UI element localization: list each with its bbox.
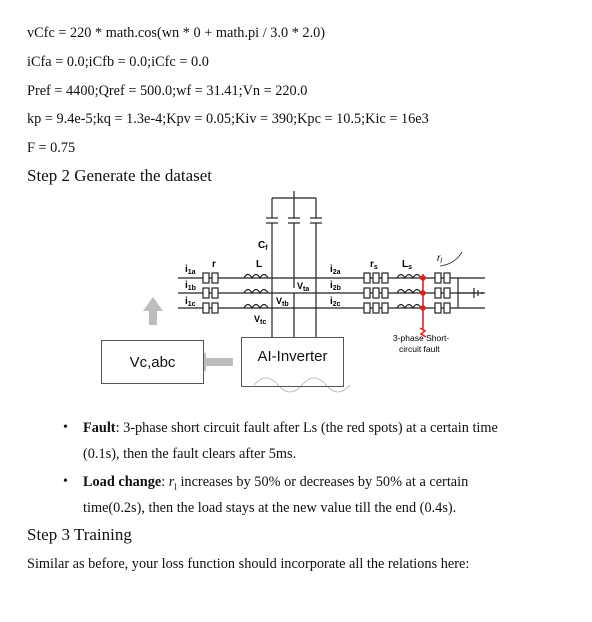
vta-label: Vta [297, 281, 309, 293]
capacitor-bank [266, 191, 322, 308]
code-line-2: iCfa = 0.0;iCfb = 0.0;iCfc = 0.0 [27, 54, 209, 70]
bullet-dot-1: • [63, 420, 68, 435]
code-line-4: kp = 9.4e-5;kq = 1.3e-4;Kpv = 0.05;Kiv =… [27, 111, 429, 127]
up-arrow [143, 297, 163, 325]
fault-label-2: circuit fault [399, 344, 440, 354]
vtb-label: Vtb [276, 296, 289, 308]
r-label: r [212, 259, 216, 270]
i1b-label: i1b [185, 280, 196, 292]
wave-decoration [253, 377, 351, 393]
i2c-label: i2c [330, 296, 341, 308]
i1a-label: i1a [185, 264, 196, 276]
ai-inverter-box: AI-Inverter [241, 337, 344, 387]
i1c-label: i1c [185, 296, 196, 308]
inductors-l [243, 273, 269, 310]
code-line-5: F = 0.75 [27, 140, 76, 156]
ls-label: Ls [402, 259, 412, 271]
i2b-label: i2b [330, 280, 341, 292]
code-line-3: Pref = 4400;Qref = 500.0;wf = 31.41;Vn =… [27, 83, 308, 99]
resistors-r [202, 272, 219, 314]
vtc-label: Vtc [254, 314, 266, 326]
code-line-1: vCfc = 220 * math.cos(wn * 0 + math.pi /… [27, 25, 326, 41]
bullet-load-line2: time(0.2s), then the load stays at the n… [83, 500, 457, 516]
bullet-load-line1: Load change: rl increases by 50% or decr… [83, 474, 469, 492]
bullet-dot-2: • [63, 474, 68, 489]
vc-abc-label: Vc,abc [129, 353, 176, 371]
i2a-label: i2a [330, 264, 341, 276]
fault-markers [419, 274, 427, 338]
resistors-rs [363, 272, 389, 314]
ai-inverter-label: AI-Inverter [257, 348, 328, 365]
inductors-ls [396, 273, 422, 310]
cf-label: Cf [258, 240, 268, 252]
step3-heading: Step 3 Training [27, 525, 132, 544]
circuit-diagram: Cf r L i1a i1b i1c Vta Vtb Vtc i2a i2b i… [143, 191, 485, 393]
bullet-fault-line2: (0.1s), then the fault clears after 5ms. [83, 446, 297, 462]
vc-abc-box: Vc,abc [101, 340, 204, 384]
rs-label: rs [370, 259, 378, 271]
rl-arrow [439, 251, 463, 267]
l-label: L [256, 259, 262, 270]
bullet-fault-line1: Fault: 3-phase short circuit fault after… [83, 420, 498, 436]
load-resistors [434, 272, 483, 314]
fault-label-1: 3-phase Short- [393, 333, 449, 343]
rl-label: rl [437, 253, 442, 265]
step3-text: Similar as before, your loss function sh… [27, 556, 470, 572]
step2-heading: Step 2 Generate the dataset [27, 166, 213, 185]
phase-buses [178, 277, 485, 309]
